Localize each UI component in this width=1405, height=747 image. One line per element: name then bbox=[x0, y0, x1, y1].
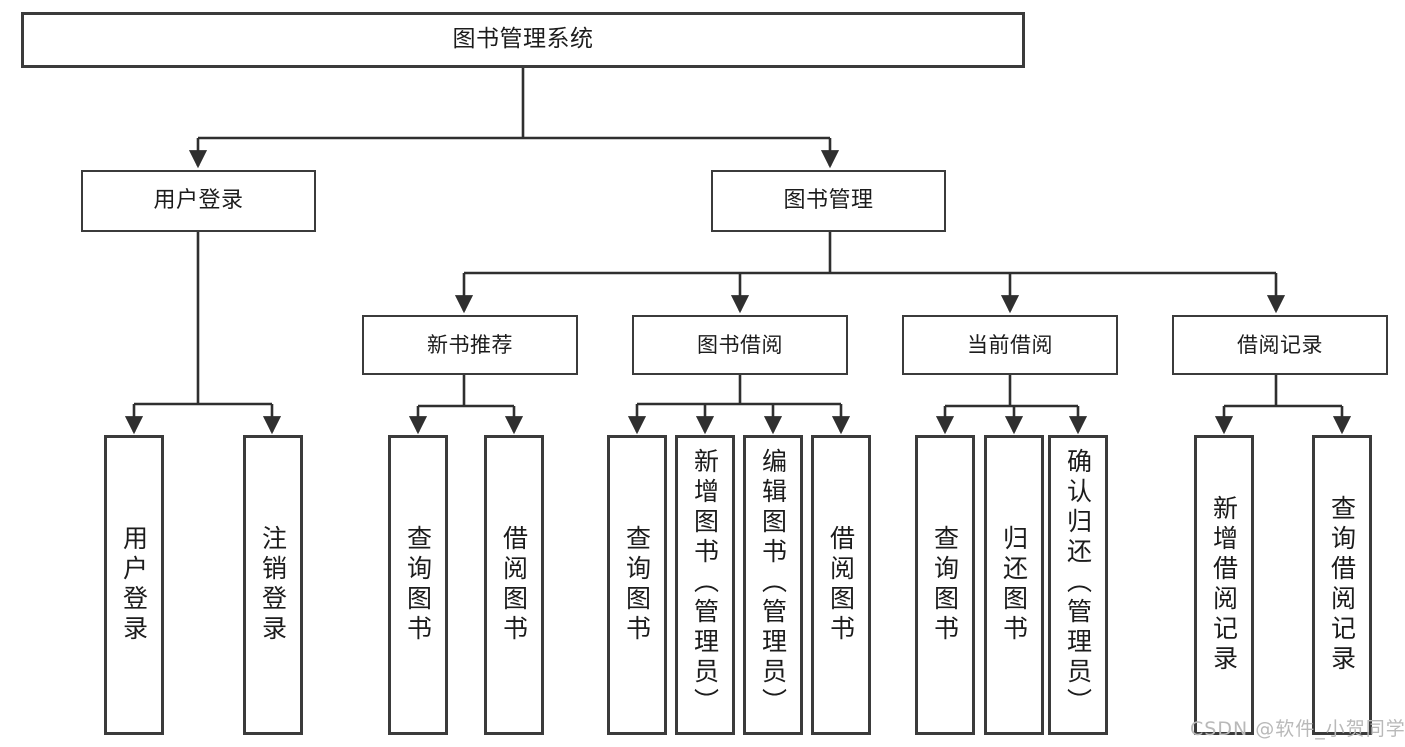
node-label: 查询图书 bbox=[403, 525, 433, 645]
leaf-add-book-admin[interactable]: 新增图书（管理员） bbox=[675, 435, 735, 735]
node-label: 查询图书 bbox=[622, 525, 652, 645]
node-label: 编辑图书（管理员） bbox=[758, 448, 788, 718]
node-label: 图书管理 bbox=[783, 188, 874, 214]
node-label: 注销登录 bbox=[258, 525, 288, 645]
node-new-book-recommend[interactable]: 新书推荐 bbox=[362, 315, 578, 375]
watermark: CSDN @软件_小贺同学 bbox=[1190, 718, 1405, 740]
leaf-text-wrap: 借阅图书 bbox=[487, 438, 541, 732]
leaf-borrow-book[interactable]: 借阅图书 bbox=[811, 435, 871, 735]
node-label: 当前借阅 bbox=[967, 332, 1053, 357]
leaf-confirm-return-admin[interactable]: 确认归还（管理员） bbox=[1048, 435, 1108, 735]
leaf-text-wrap: 用户登录 bbox=[107, 438, 161, 732]
node-label: 新增借阅记录 bbox=[1209, 495, 1239, 675]
leaf-query-book-current[interactable]: 查询图书 bbox=[915, 435, 975, 735]
node-label: 图书借阅 bbox=[697, 332, 783, 357]
node-label: 查询图书 bbox=[930, 525, 960, 645]
node-label: 借阅图书 bbox=[499, 525, 529, 645]
node-label: 新书推荐 bbox=[427, 332, 513, 357]
node-label: 用户登录 bbox=[119, 525, 149, 645]
leaf-logout[interactable]: 注销登录 bbox=[243, 435, 303, 735]
leaf-text-wrap: 编辑图书（管理员） bbox=[746, 438, 800, 732]
leaf-return-book[interactable]: 归还图书 bbox=[984, 435, 1044, 735]
leaf-text-wrap: 借阅图书 bbox=[814, 438, 868, 732]
node-label: 借阅记录 bbox=[1237, 332, 1323, 357]
leaf-text-wrap: 归还图书 bbox=[987, 438, 1041, 732]
node-borrow-record[interactable]: 借阅记录 bbox=[1172, 315, 1388, 375]
node-current-borrow[interactable]: 当前借阅 bbox=[902, 315, 1118, 375]
node-label: 图书管理系统 bbox=[452, 26, 594, 53]
node-label: 借阅图书 bbox=[826, 525, 856, 645]
leaf-text-wrap: 确认归还（管理员） bbox=[1051, 438, 1105, 732]
leaf-text-wrap: 注销登录 bbox=[246, 438, 300, 732]
leaf-text-wrap: 查询图书 bbox=[918, 438, 972, 732]
leaf-text-wrap: 查询图书 bbox=[391, 438, 445, 732]
node-label: 查询借阅记录 bbox=[1327, 495, 1357, 675]
leaf-add-borrow-record[interactable]: 新增借阅记录 bbox=[1194, 435, 1254, 735]
leaf-text-wrap: 查询借阅记录 bbox=[1315, 438, 1369, 732]
leaf-query-borrow-record[interactable]: 查询借阅记录 bbox=[1312, 435, 1372, 735]
node-label: 新增图书（管理员） bbox=[690, 448, 720, 718]
leaf-query-book-recommend[interactable]: 查询图书 bbox=[388, 435, 448, 735]
leaf-text-wrap: 新增图书（管理员） bbox=[678, 438, 732, 732]
leaf-user-login[interactable]: 用户登录 bbox=[104, 435, 164, 735]
leaf-text-wrap: 查询图书 bbox=[610, 438, 664, 732]
node-book-borrow[interactable]: 图书借阅 bbox=[632, 315, 848, 375]
node-user-login[interactable]: 用户登录 bbox=[81, 170, 316, 232]
node-label: 归还图书 bbox=[999, 525, 1029, 645]
node-label: 用户登录 bbox=[153, 188, 244, 214]
node-book-management[interactable]: 图书管理 bbox=[711, 170, 946, 232]
leaf-text-wrap: 新增借阅记录 bbox=[1197, 438, 1251, 732]
leaf-edit-book-admin[interactable]: 编辑图书（管理员） bbox=[743, 435, 803, 735]
leaf-query-book-borrow[interactable]: 查询图书 bbox=[607, 435, 667, 735]
leaf-borrow-book-recommend[interactable]: 借阅图书 bbox=[484, 435, 544, 735]
node-root-book-management-system[interactable]: 图书管理系统 bbox=[21, 12, 1025, 68]
node-label: 确认归还（管理员） bbox=[1063, 448, 1093, 718]
